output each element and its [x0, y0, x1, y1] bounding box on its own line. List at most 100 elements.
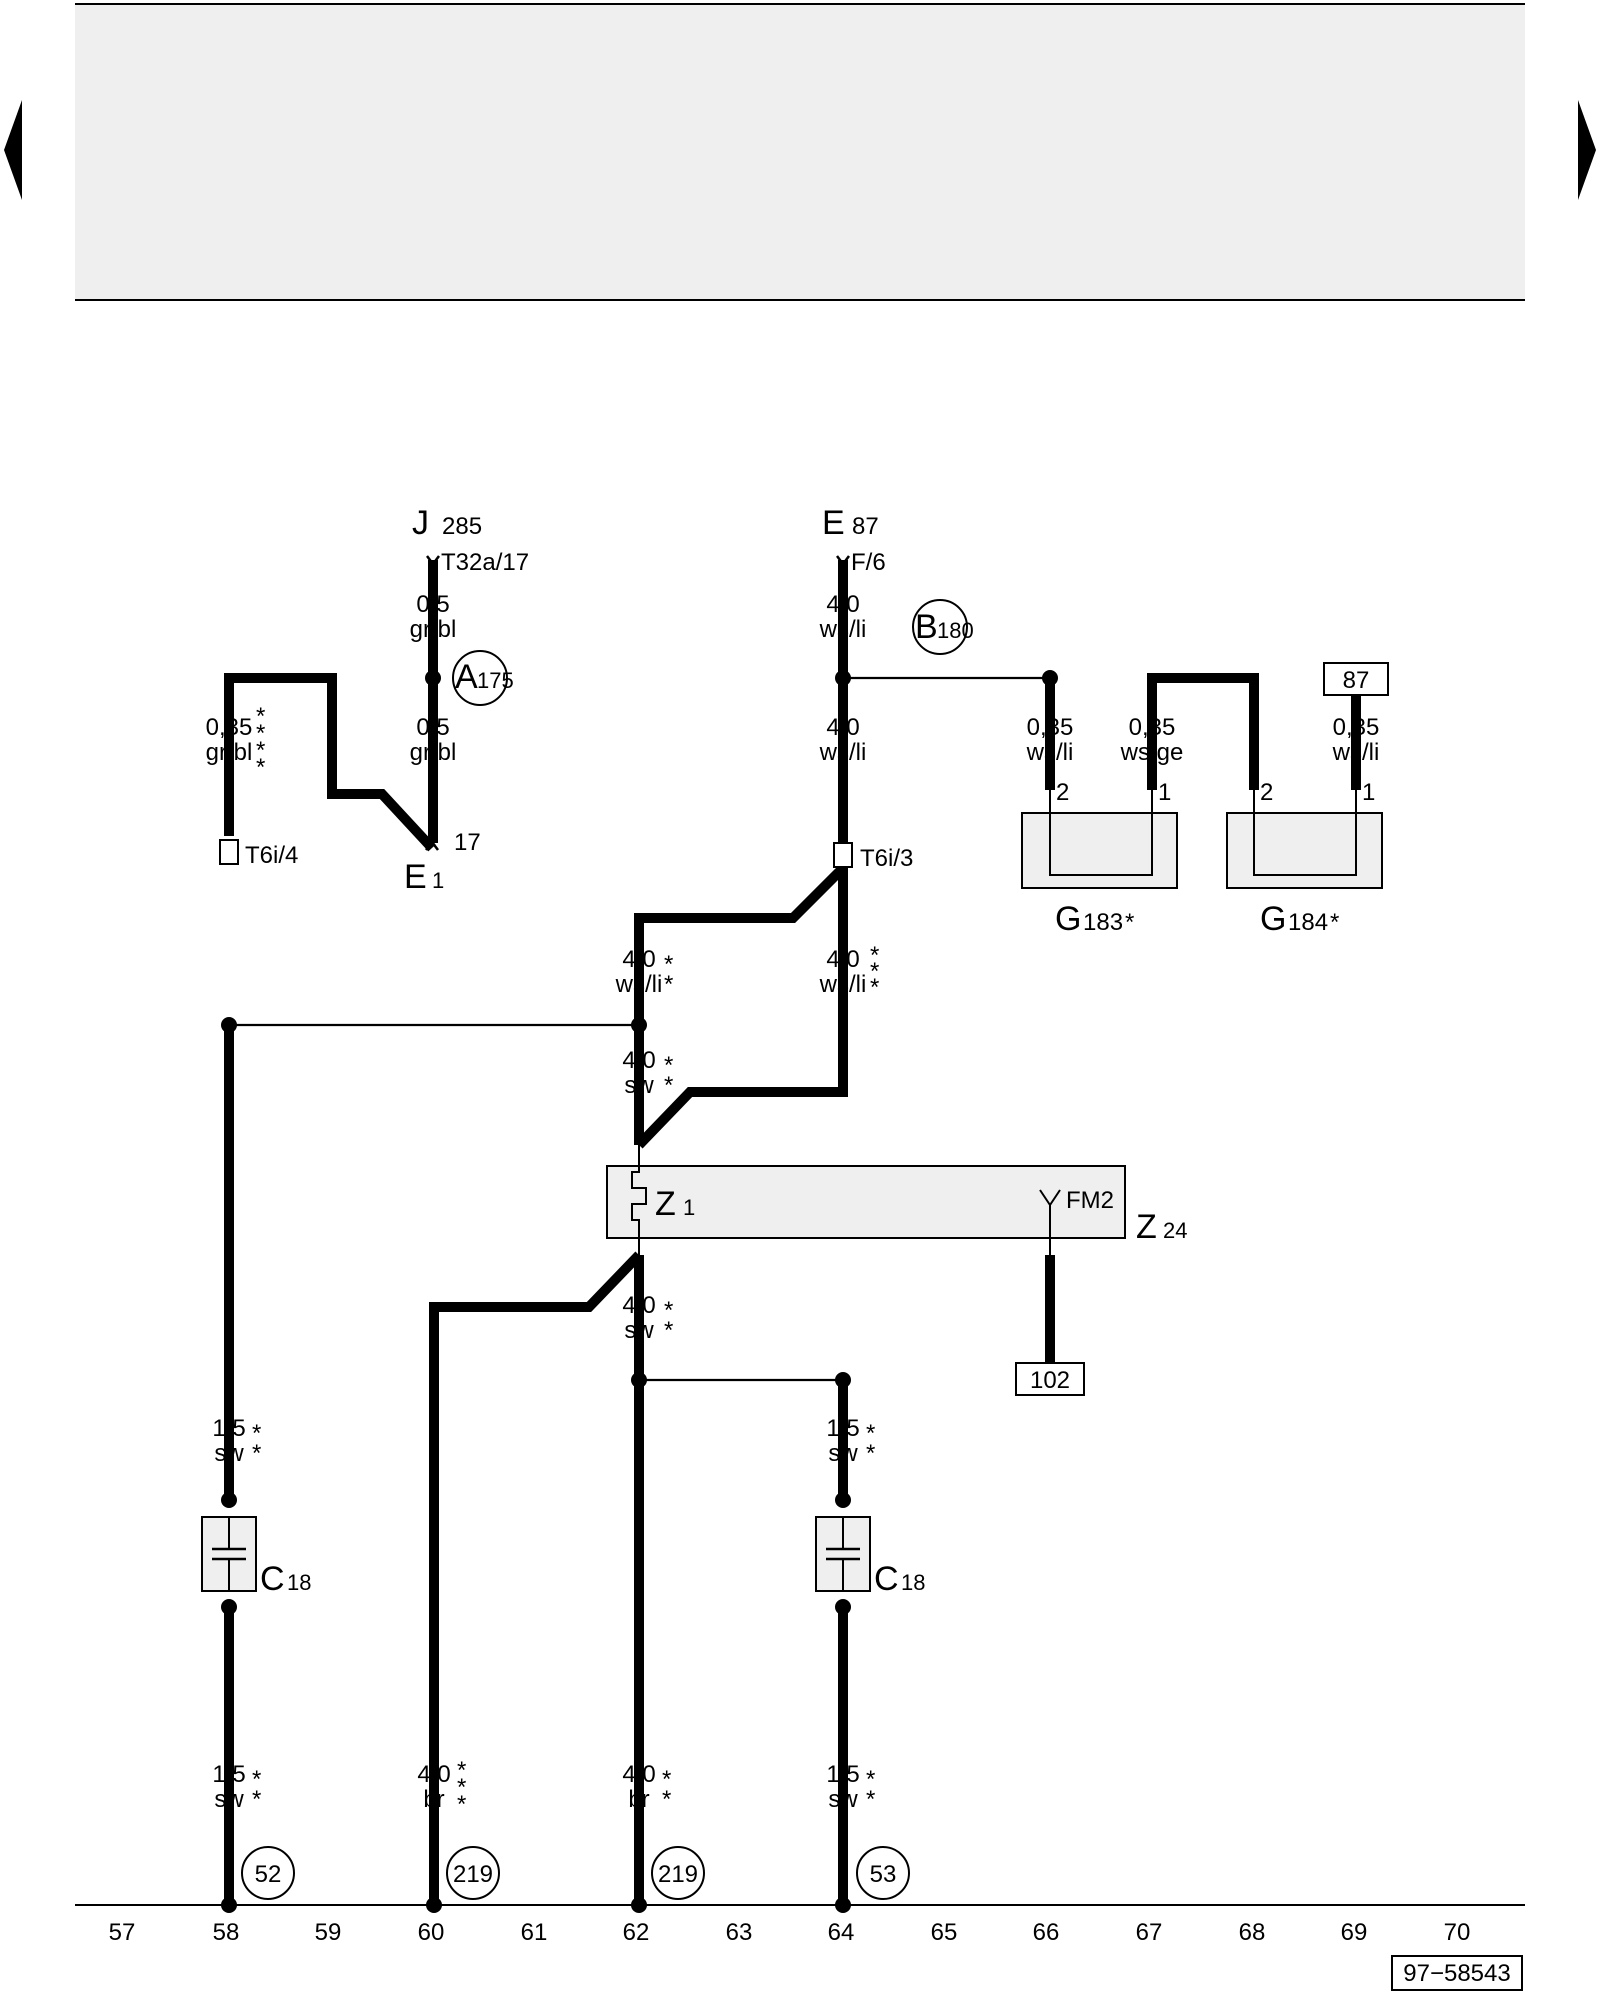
grid-number: 59 [315, 1919, 342, 1946]
wire-size: 4,0 [622, 1761, 655, 1788]
grid-number: 64 [828, 1919, 855, 1946]
g183-sensor-box [1021, 812, 1178, 889]
a175-letter: A [455, 658, 478, 696]
star-mark: * [457, 1774, 466, 1801]
wire-t6i3-left [634, 864, 847, 1025]
a175-number: 175 [477, 668, 514, 693]
star-mark: * [866, 1420, 875, 1447]
wire-color: ws/li [1332, 739, 1380, 766]
grid-number: 61 [521, 1919, 548, 1946]
ground-219-circle [651, 1846, 705, 1900]
ground-219-label: 219 [658, 1861, 698, 1888]
star-mark: * [664, 1052, 673, 1079]
grid-number: 70 [1444, 1919, 1471, 1946]
e87-number: 87 [852, 513, 879, 540]
wire-t6i4-e1 [224, 673, 436, 852]
fm2-fuse-mark-icon [1039, 1189, 1061, 1255]
wire-t6i3-right [635, 868, 848, 1149]
z24-number: 24 [1163, 1218, 1187, 1243]
e87-letter: E [822, 504, 845, 542]
star-mark: * [252, 1440, 261, 1467]
wire-size: 4,0 [826, 946, 859, 973]
wire-size: 4,0 [622, 1047, 655, 1074]
star-mark: * [457, 1757, 466, 1784]
star-mark: * [664, 1297, 673, 1324]
t6i4-connector-icon [219, 839, 239, 865]
grid-number: 68 [1239, 1919, 1266, 1946]
wire-color: sw [214, 1440, 244, 1467]
junction-dot [1042, 670, 1058, 686]
drawing-id: 97−58543 [1403, 1960, 1510, 1987]
next-page-arrow-icon[interactable] [1578, 100, 1596, 200]
connector-mark-icon [426, 555, 440, 567]
t6i4-label: T6i/4 [245, 842, 298, 869]
e1-number: 1 [432, 868, 444, 893]
wire-size: 4,0 [622, 1292, 655, 1319]
c18-left-number: 18 [287, 1570, 311, 1595]
wire-size: 1,5 [826, 1415, 859, 1442]
z1-heating-element-icon [631, 1145, 647, 1255]
ref-102-label: 102 [1030, 1367, 1070, 1394]
junction-dot [221, 1017, 237, 1033]
star-mark: * [662, 1786, 671, 1813]
wire-color: sw [214, 1786, 244, 1813]
star-mark: * [664, 1317, 673, 1344]
star-mark: * [870, 942, 879, 969]
ground-53-circle [856, 1846, 910, 1900]
g183-letter: G [1055, 900, 1081, 938]
pin-label: 1 [1158, 779, 1171, 806]
b180-letter: B [915, 608, 938, 646]
wire-size: 1,5 [212, 1761, 245, 1788]
wire-color: br [423, 1786, 444, 1813]
wire-color: sw [624, 1317, 654, 1344]
star-mark: * [870, 974, 879, 1001]
ref-box-102 [1015, 1362, 1085, 1396]
ground-52-circle [241, 1846, 295, 1900]
ground-52-label: 52 [255, 1861, 282, 1888]
e87-connector: F/6 [851, 549, 886, 576]
ground-219-circle [446, 1846, 500, 1900]
star-mark: * [252, 1786, 261, 1813]
wire-size: 0,35 [1129, 714, 1176, 741]
g184-letter: G [1260, 900, 1286, 938]
wire-size: 0,35 [1027, 714, 1074, 741]
wire-color: ws/li [1026, 739, 1074, 766]
wire-color: ws/ge [1120, 739, 1184, 766]
wire-color: gr/bl [410, 739, 457, 766]
drawing-id-box [1391, 1955, 1523, 1991]
pin-label: 2 [1260, 779, 1273, 806]
g184-sensor-box [1226, 812, 1383, 889]
junction-dot [631, 1372, 647, 1388]
e1-pin: 17 [454, 829, 481, 856]
ref-box-87 [1323, 662, 1389, 696]
z24-heater-box [606, 1165, 1126, 1239]
star-mark: * [866, 1786, 875, 1813]
b180-circle [912, 599, 968, 655]
connector-mark-icon [836, 555, 850, 567]
wire-g183-g184 [1147, 673, 1259, 790]
star-mark: * [256, 703, 265, 730]
wire-size: 4,0 [417, 1761, 450, 1788]
wire-color: br [628, 1786, 649, 1813]
junction-dot [221, 1599, 237, 1615]
previous-page-arrow-icon[interactable] [4, 100, 22, 200]
connector-mark-icon [425, 839, 439, 851]
wire-size: 4,0 [826, 714, 859, 741]
star-mark: * [870, 958, 879, 985]
g183-internal [1049, 790, 1153, 876]
c18-right-number: 18 [901, 1570, 925, 1595]
grid-number: 60 [418, 1919, 445, 1946]
star-mark: * [866, 1766, 875, 1793]
star-mark: * [866, 1440, 875, 1467]
grid-number: 62 [623, 1919, 650, 1946]
wire-color: ws/li [615, 971, 663, 998]
star-mark: * [457, 1791, 466, 1818]
wire-size: 0,5 [416, 714, 449, 741]
grid-number: 66 [1033, 1919, 1060, 1946]
t6i3-connector-icon [833, 842, 853, 868]
wire-z1-60 [429, 1251, 643, 1905]
z1-letter: Z [655, 1185, 676, 1223]
star-mark: * [664, 1072, 673, 1099]
wire-color: ws/li [819, 971, 867, 998]
